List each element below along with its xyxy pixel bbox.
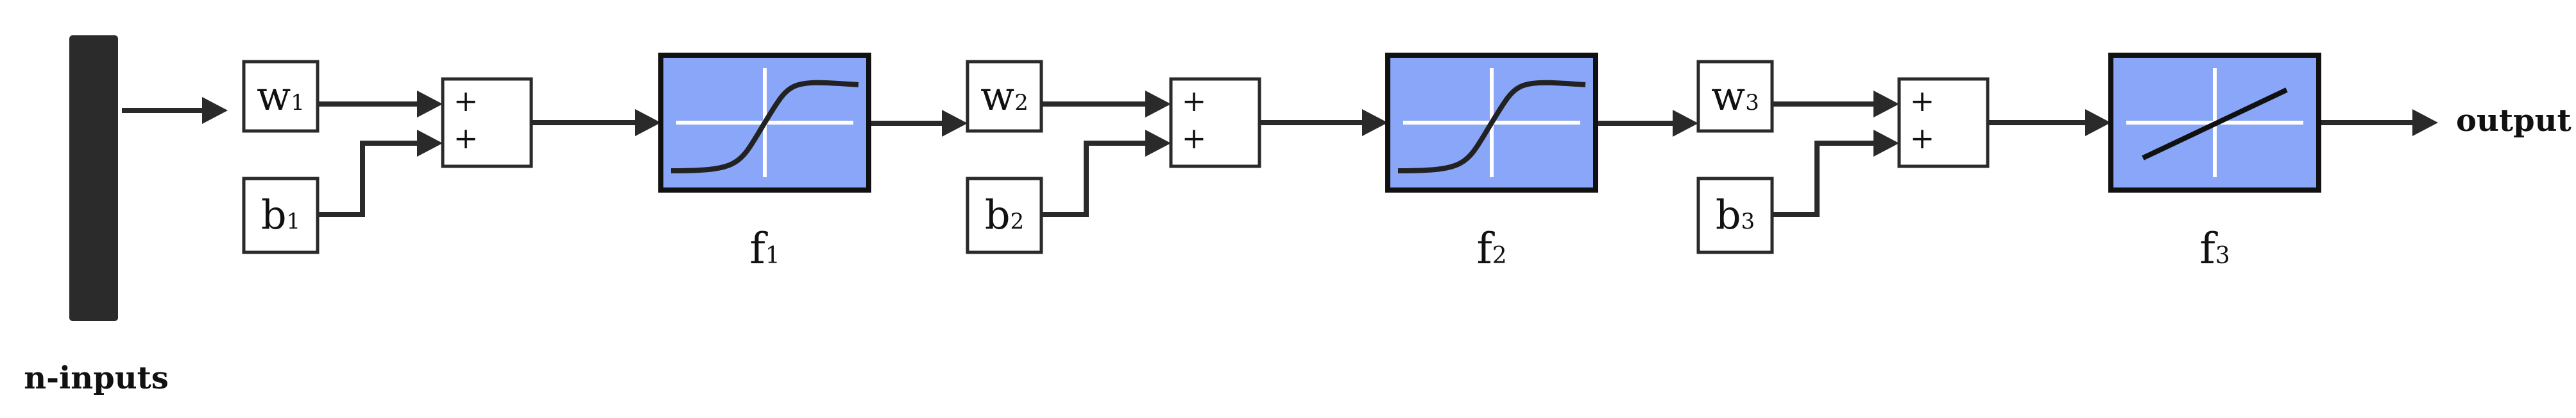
bias-to-sum-arrowhead-2 bbox=[1145, 130, 1171, 157]
weight-box-2 bbox=[966, 60, 1043, 133]
bias-box-2 bbox=[966, 177, 1043, 254]
input-bar bbox=[69, 35, 118, 321]
weight-to-sum-arrowhead-1 bbox=[417, 91, 443, 118]
sum-sign-1-1: + bbox=[454, 83, 479, 118]
arrowheads bbox=[202, 91, 2438, 157]
layer-3: w3 b3 ++ f3 bbox=[1696, 53, 2321, 274]
weight-box-1 bbox=[242, 60, 320, 133]
sum-sign-1-2: + bbox=[454, 121, 479, 155]
bias-to-sum-arrowhead-3 bbox=[1873, 130, 1899, 157]
weight-box-3 bbox=[1696, 60, 1774, 133]
sum-to-activation-arrowhead-2 bbox=[1362, 109, 1388, 136]
sum-sign-2-1: + bbox=[1182, 83, 1207, 118]
weight-to-sum-arrowhead-2 bbox=[1145, 91, 1171, 118]
sum-box-2 bbox=[1169, 77, 1261, 168]
connector-lines bbox=[122, 101, 2416, 217]
bias-label-2: b2 bbox=[985, 191, 1024, 238]
bias-to-sum-line-1 bbox=[318, 141, 420, 217]
bias-to-sum-line-2 bbox=[1041, 141, 1148, 217]
activation-label-1: f1 bbox=[749, 224, 780, 274]
layer-2: w2 b2 ++ f2 bbox=[966, 53, 1598, 274]
bias-label-3: b3 bbox=[1716, 191, 1755, 238]
sum-box-1 bbox=[441, 77, 533, 168]
sum-to-activation-arrowhead-3 bbox=[2085, 109, 2111, 136]
activation-to-next-arrowhead-2 bbox=[1673, 110, 1698, 137]
bias-box-3 bbox=[1696, 177, 1774, 254]
sum-sign-3-2: + bbox=[1910, 121, 1935, 155]
bias-to-sum-line-3 bbox=[1772, 141, 1877, 217]
bias-box-1 bbox=[242, 177, 320, 254]
layer-1: w1 b1 ++ f1 bbox=[242, 53, 871, 274]
weight-label-3: w3 bbox=[1711, 73, 1759, 119]
sum-to-activation-arrowhead-1 bbox=[635, 109, 661, 136]
weight-label-2: w2 bbox=[980, 73, 1028, 119]
sum-box-3 bbox=[1897, 77, 1990, 168]
bias-label-1: b1 bbox=[261, 191, 300, 238]
sum-sign-3-1: + bbox=[1910, 83, 1935, 118]
output-label: output bbox=[2456, 103, 2572, 139]
activation-label-2: f2 bbox=[1476, 224, 1506, 274]
bias-to-sum-arrowhead-1 bbox=[417, 130, 443, 157]
sigmoid-curve-icon bbox=[670, 80, 859, 173]
inputs-label: n-inputs bbox=[24, 360, 169, 396]
activation-label-3: f3 bbox=[2199, 224, 2230, 274]
weight-label-1: w1 bbox=[257, 73, 305, 119]
sigmoid-curve-icon bbox=[1397, 80, 1586, 173]
linear-curve-icon bbox=[2142, 87, 2288, 161]
weight-to-sum-arrowhead-3 bbox=[1873, 91, 1899, 118]
input-arrowhead bbox=[202, 97, 228, 124]
activation-to-next-arrowhead-1 bbox=[942, 110, 968, 137]
activation-to-next-arrowhead-3 bbox=[2412, 109, 2438, 136]
sum-sign-2-2: + bbox=[1182, 121, 1207, 155]
